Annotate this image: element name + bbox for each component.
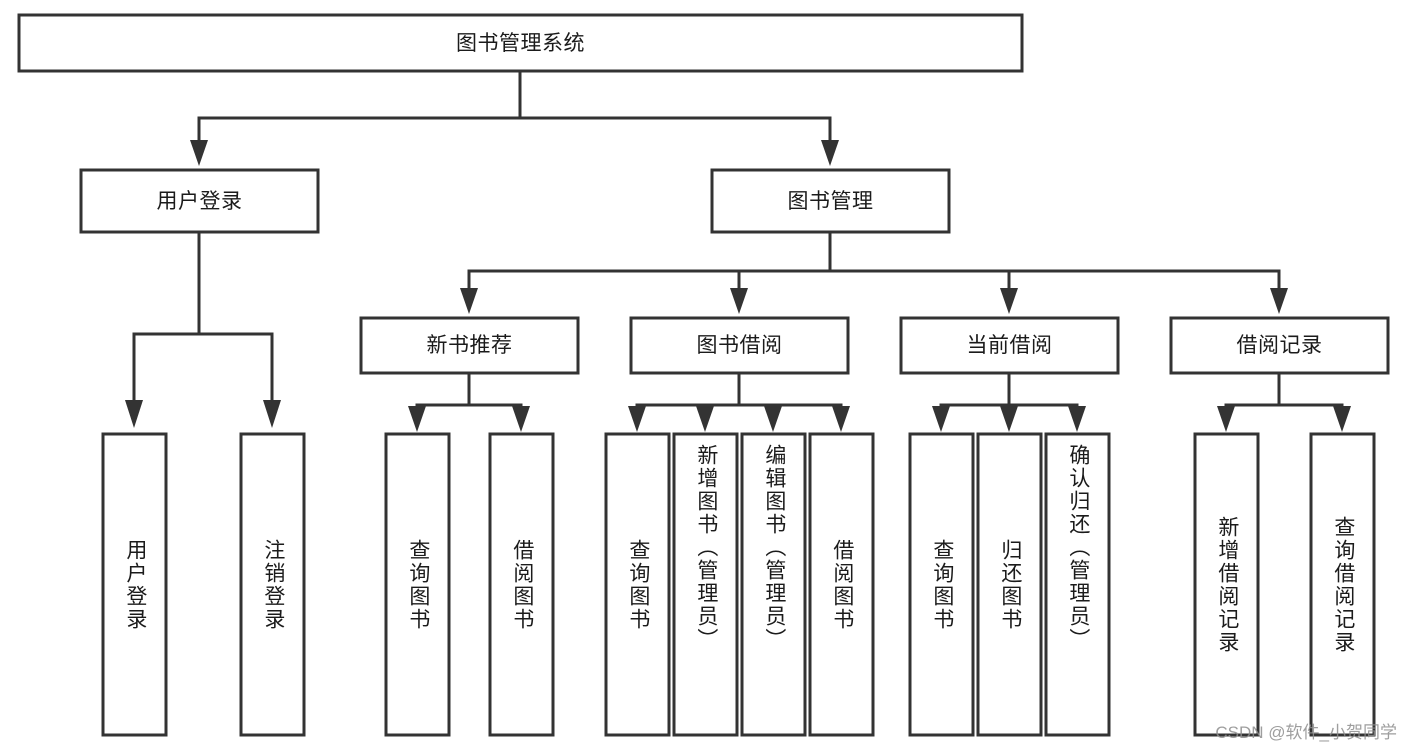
label-leaf-book-borrow-0: 查询图书 [626,538,650,631]
node-box-leaf-borrow-record-0[interactable] [1193,432,1260,737]
node-box-leaf-current-borrow-1[interactable] [976,432,1043,737]
node-box-leaf-borrow-record-1[interactable] [1309,432,1376,737]
arrow-to-book-borrow [730,288,748,314]
node-box-leaf-book-borrow-2[interactable] [740,432,807,737]
label-leaf-user-login-0: 用户登录 [123,538,147,631]
node-box-current-borrow[interactable] [899,316,1120,375]
label-leaf-current-borrow-1: 归还图书 [998,538,1022,631]
label-leaf-borrow-record-1: 查询借阅记录 [1331,515,1355,654]
label-leaf-user-login-1: 注销登录 [261,538,285,631]
label-book-borrow: 图书借阅 [696,334,783,357]
arrow-current-borrow-leaf-1 [932,406,950,432]
label-leaf-book-borrow-2: 编辑图书（管理员） [762,444,786,651]
node-box-leaf-current-borrow-2[interactable] [1044,432,1111,737]
arrow-current-borrow-leaf-2 [1000,406,1018,432]
label-leaf-new-book-0: 查询图书 [406,538,430,631]
arrow-new-book-leaf-2 [512,406,530,432]
node-box-leaf-book-borrow-3[interactable] [808,432,875,737]
label-borrow-record: 借阅记录 [1236,334,1323,357]
label-root: 图书管理系统 [456,31,585,55]
arrow-to-borrow-record [1270,288,1288,314]
arrow-current-borrow-leaf-3 [1068,406,1086,432]
node-box-leaf-current-borrow-0[interactable] [908,432,975,737]
arrow-user-login-leaf-2 [263,400,281,428]
node-box-book-borrow[interactable] [629,316,850,375]
arrow-book-borrow-leaf-4 [832,406,850,432]
node-box-leaf-new-book-1[interactable] [488,432,555,737]
node-box-leaf-new-book-0[interactable] [384,432,451,737]
arrow-book-borrow-leaf-3 [764,406,782,432]
arrow-to-book-mgmt [821,140,839,166]
label-leaf-borrow-record-0: 新增借阅记录 [1215,515,1239,654]
label-leaf-current-borrow-0: 查询图书 [930,538,954,631]
label-leaf-new-book-1: 借阅图书 [510,538,534,631]
node-box-book-management[interactable] [710,168,951,234]
node-box-user-login[interactable] [79,168,320,234]
node-box-new-book-recommend[interactable] [359,316,580,375]
label-leaf-book-borrow-3: 借阅图书 [830,538,854,631]
node-box-root[interactable] [17,13,1024,73]
arrow-to-current-borrow [1000,288,1018,314]
label-leaf-book-borrow-1: 新增图书（管理员） [694,444,718,651]
arrow-to-new-book [460,288,478,314]
node-box-leaf-book-borrow-0[interactable] [604,432,671,737]
arrow-borrow-record-leaf-1 [1217,406,1235,432]
csdn-watermark: CSDN @软件_小贺同学 [1215,723,1397,742]
arrow-book-borrow-leaf-1 [628,406,646,432]
arrow-book-borrow-leaf-2 [696,406,714,432]
label-leaf-current-borrow-2: 确认归还（管理员） [1066,444,1090,651]
label-current-borrow: 当前借阅 [966,334,1053,357]
label-user-login: 用户登录 [156,189,243,213]
label-book-management: 图书管理 [787,189,874,213]
node-box-leaf-book-borrow-1[interactable] [672,432,739,737]
label-new-book-recommend: 新书推荐 [426,334,513,357]
node-box-leaf-user-login-1[interactable] [239,432,306,737]
arrow-user-login-leaf-1 [125,400,143,428]
node-box-leaf-user-login-0[interactable] [101,432,168,737]
arrow-new-book-leaf-1 [408,406,426,432]
arrow-to-user-login [190,140,208,166]
arrow-borrow-record-leaf-2 [1333,406,1351,432]
